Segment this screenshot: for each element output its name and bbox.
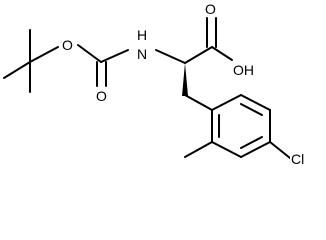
ring-bond-4 <box>240 141 271 158</box>
atom-label-acid-carbonyl-oxygen: O <box>205 1 216 17</box>
bond-ether-oxygen-to-carbonyl <box>77 44 102 63</box>
bond-ring-to-chlorine <box>269 141 291 159</box>
atom-label-amide-nitrogen-n: N <box>137 46 147 62</box>
bond-acid-carbon-to-hydroxyl <box>211 46 233 61</box>
bond-ortho-methyl <box>184 141 213 158</box>
atom-label-hydroxyl: OH <box>233 62 254 78</box>
bond-nitrogen-to-alpha-carbon <box>155 49 186 64</box>
structure-drawing: O O H N O OH Cl <box>3 1 305 167</box>
bond-tbu-to-ether-oxygen <box>29 46 59 63</box>
bond-alpha-to-acid-carbon <box>184 46 213 64</box>
bond-carbonyl-to-nitrogen <box>100 49 129 63</box>
bond-stereo-wedge <box>182 63 188 96</box>
ring-bond-2 <box>240 94 271 111</box>
atom-label-boc-carbonyl-oxygen: O <box>96 88 107 104</box>
molecule-figure: O O H N O OH Cl <box>3 1 305 167</box>
atom-label-chlorine: Cl <box>291 151 304 167</box>
bond-tbu-methyl-left <box>3 61 31 79</box>
atom-label-ether-oxygen: O <box>62 37 73 53</box>
ring-inner-double-3 <box>240 136 263 149</box>
ring-bond-1 <box>211 94 242 111</box>
ring-bond-5 <box>211 141 242 158</box>
atom-label-amide-nitrogen-h: H <box>137 27 147 43</box>
ring-inner-double-2 <box>240 103 263 116</box>
bond-ch2-to-ring <box>184 94 213 111</box>
